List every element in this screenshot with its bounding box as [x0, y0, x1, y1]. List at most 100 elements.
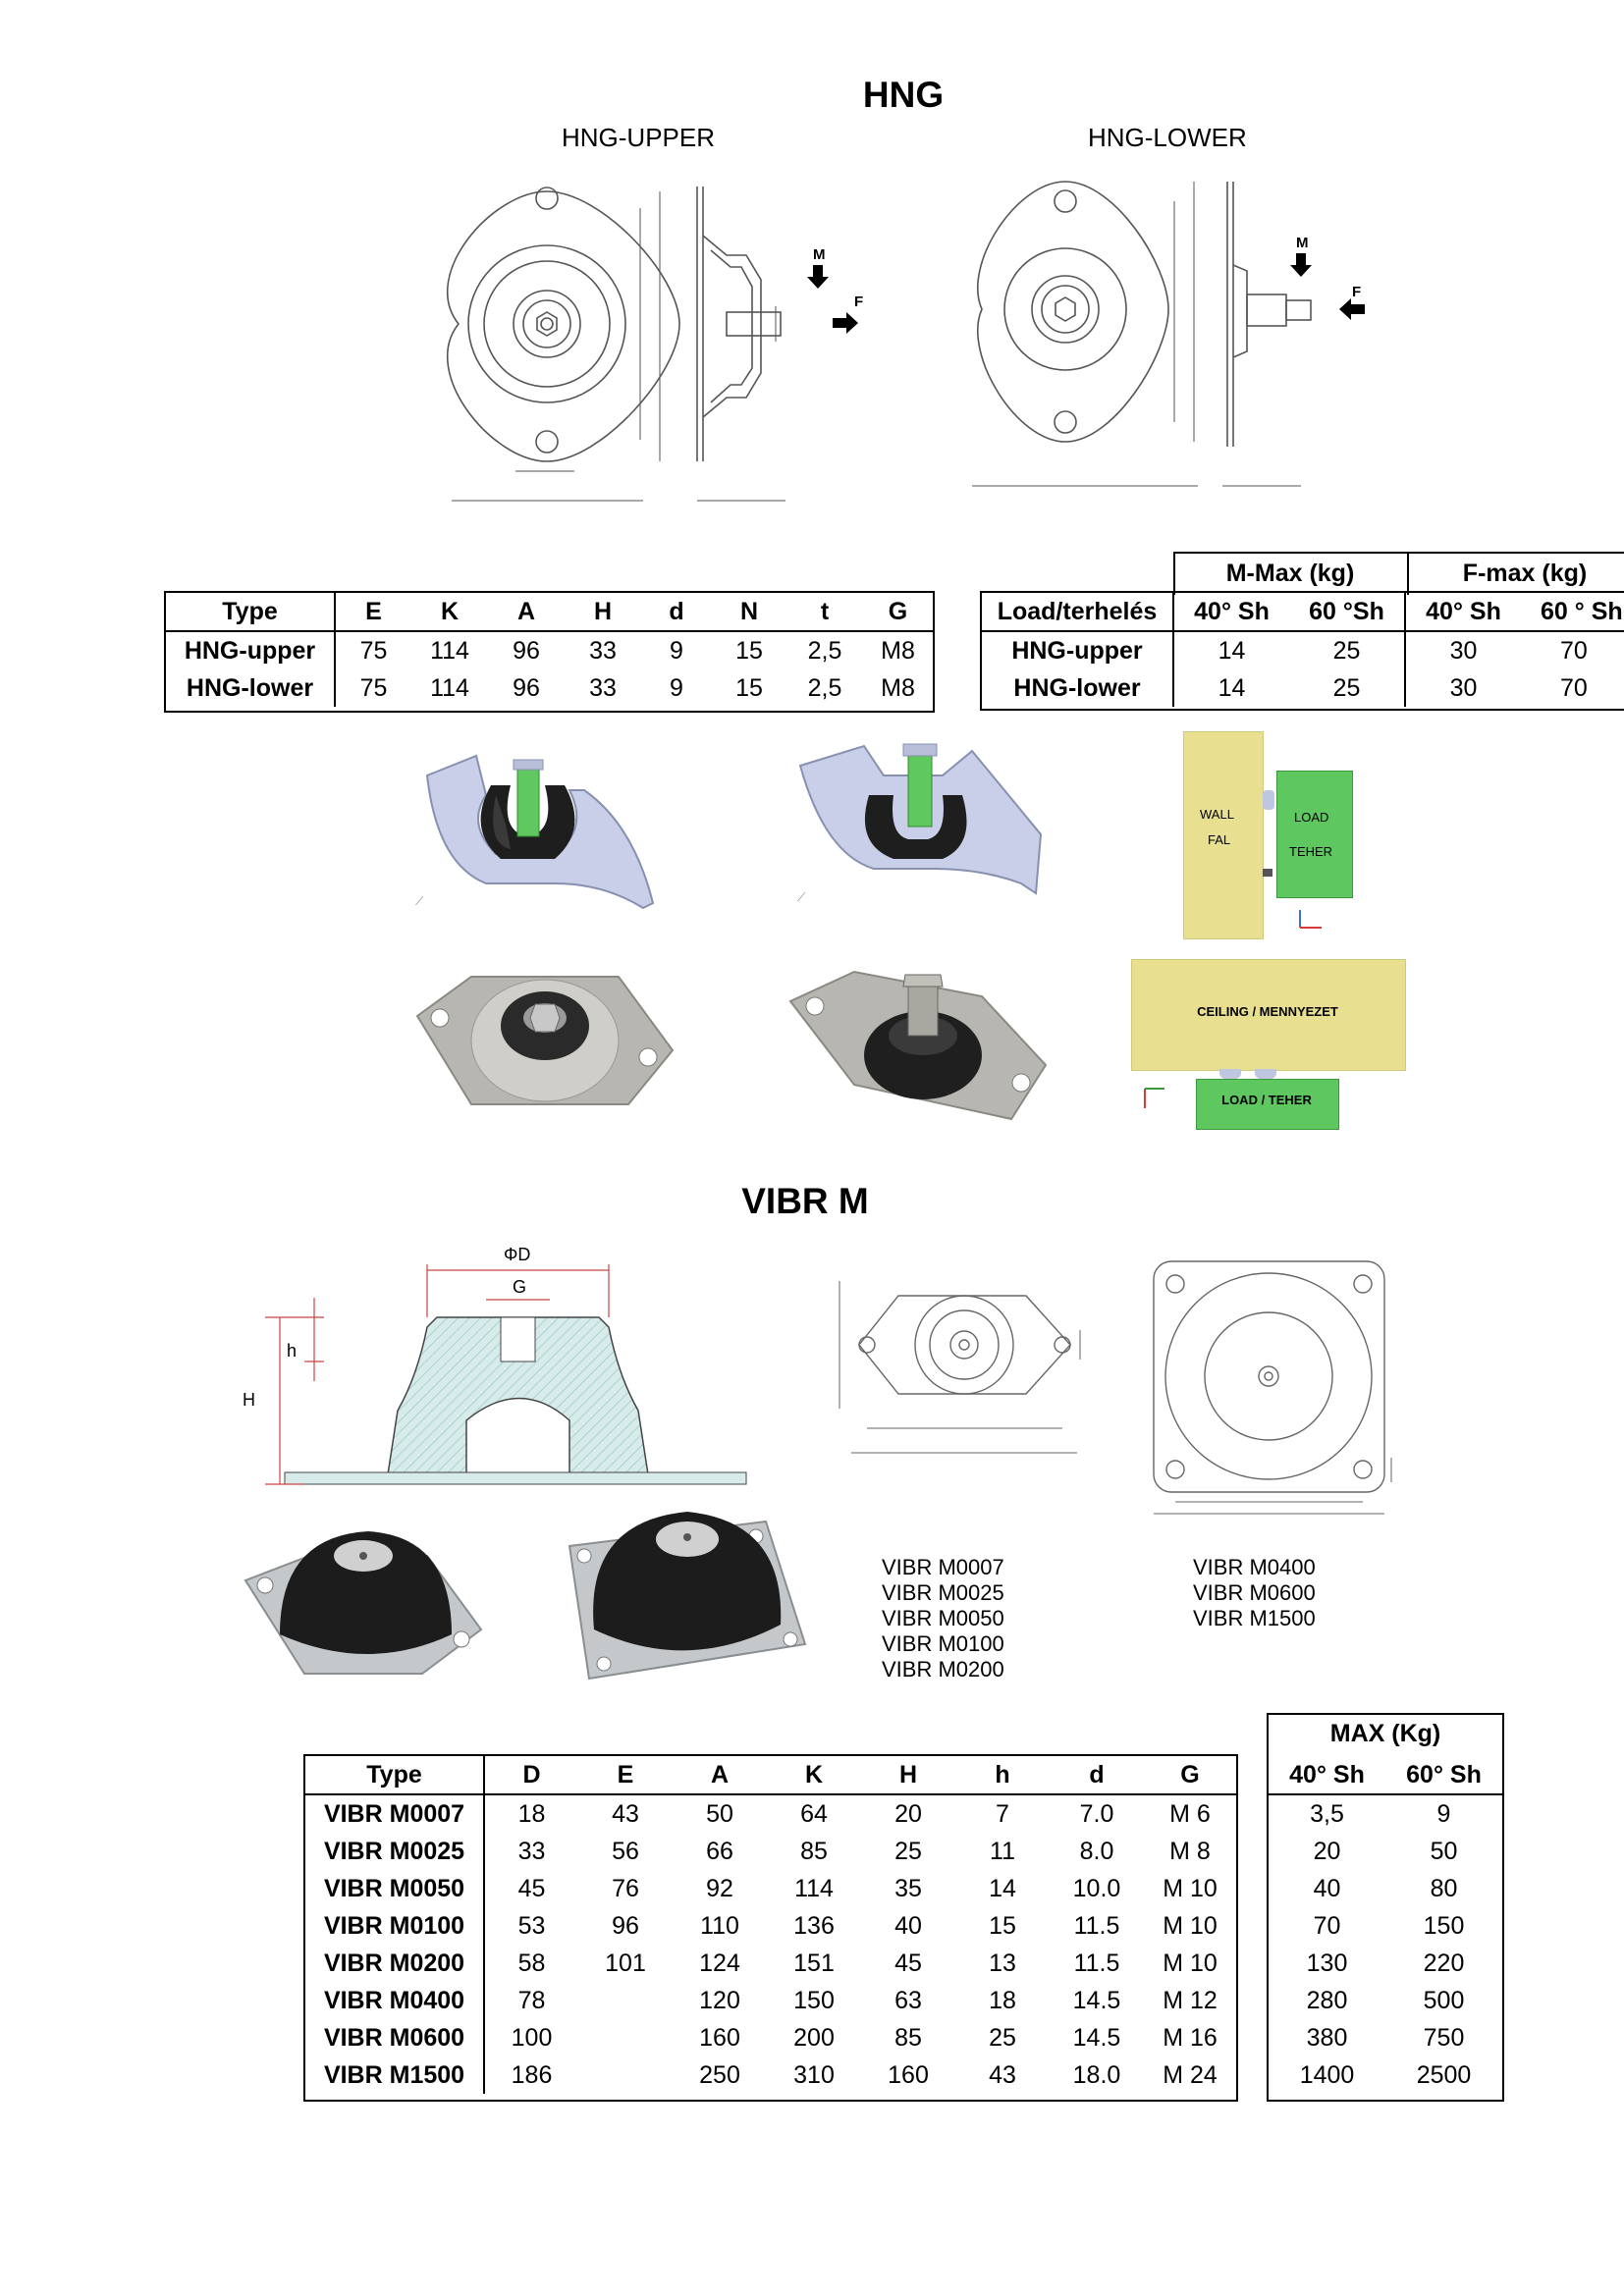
hng-load-table: Load/terhelés 40° Sh 60 °Sh 40° Sh 60 ° … — [982, 593, 1624, 707]
cell: 45 — [894, 1949, 922, 1977]
cell: 7.0 — [1079, 1799, 1114, 1828]
col-fmax-40: 40° Sh — [1426, 597, 1501, 625]
row-type: VIBR M0400 — [305, 1982, 485, 2019]
cell: 160 — [699, 2023, 740, 2052]
cell: 150 — [793, 1986, 835, 2014]
cell: 220 — [1423, 1949, 1465, 1977]
f-label: F — [854, 294, 863, 310]
table-row: HNG-lower 75 114 96 33 9 15 2,5 M8 — [166, 669, 933, 707]
cell: M8 — [881, 636, 915, 665]
cell: 33 — [589, 673, 617, 702]
col-t: t — [820, 597, 830, 625]
vibr-top-view-diamond — [839, 1281, 1081, 1454]
ceiling-block — [1131, 959, 1406, 1071]
hng-lower-label: HNG-LOWER — [1088, 123, 1247, 152]
cell: 114 — [430, 673, 469, 702]
cell: 25 — [894, 1837, 922, 1865]
cell: 75 — [359, 636, 388, 665]
hng-mmax-group-border — [1173, 552, 1409, 595]
svg-text:⟋: ⟋ — [797, 890, 806, 904]
dim-g-label: G — [513, 1277, 526, 1297]
col-g: G — [1180, 1760, 1200, 1789]
cell: 56 — [612, 1837, 639, 1865]
cell: M 12 — [1163, 1986, 1218, 2014]
cell: 15 — [735, 673, 763, 702]
cell: 8.0 — [1079, 1837, 1114, 1865]
list-item: VIBR M0600 — [1193, 1580, 1316, 1605]
dim-d-label: ΦD — [504, 1245, 530, 1264]
cell: 30 — [1449, 636, 1478, 665]
hng-lower-drawing: M F — [972, 181, 1365, 487]
cell: 96 — [513, 673, 540, 702]
col-max-60: 60° Sh — [1406, 1760, 1482, 1789]
cell: 186 — [511, 2060, 553, 2089]
cell: M 8 — [1169, 1837, 1211, 1865]
vibr-model-list-a: VIBR M0007 VIBR M0025 VIBR M0050 VIBR M0… — [882, 1555, 1004, 1682]
cell: 80 — [1430, 1874, 1458, 1902]
cell: 130 — [1306, 1949, 1348, 1977]
cell: 101 — [605, 1949, 646, 1977]
cell: 9 — [1436, 1799, 1451, 1828]
row-type: VIBR M0007 — [305, 1794, 485, 1833]
row-type: VIBR M0200 — [305, 1945, 485, 1982]
row-type: VIBR M0100 — [305, 1907, 485, 1945]
hng-lower-cutaway-render: ⟋ — [797, 743, 1043, 904]
dim-hsmall-label: h — [287, 1341, 297, 1361]
col-a: A — [710, 1760, 730, 1789]
col-mmax-40: 40° Sh — [1194, 597, 1270, 625]
cell: 18 — [517, 1799, 546, 1828]
col-n: N — [739, 597, 759, 625]
hng-fmax-group-border — [1405, 552, 1624, 595]
col-e: E — [617, 1760, 634, 1789]
hng-dim-table: Type E K A H d N t G HNG-upper 75 114 96… — [166, 593, 933, 707]
cell: 13 — [989, 1949, 1016, 1977]
col-type: Type — [166, 593, 336, 631]
col-g: G — [888, 597, 908, 625]
m-label: M — [813, 246, 826, 263]
col-k: K — [804, 1760, 824, 1789]
cell: 150 — [1423, 1911, 1465, 1940]
col-dsmall: d — [1089, 1760, 1105, 1789]
row-type: VIBR M0025 — [305, 1833, 485, 1870]
vibr-top-view-square — [1153, 1260, 1392, 1515]
cell: 18 — [989, 1986, 1016, 2014]
cell: 124 — [699, 1949, 740, 1977]
list-item: VIBR M0007 — [882, 1555, 1004, 1579]
vibr-photo-diamond — [244, 1531, 483, 1675]
vibr-model-list-b: VIBR M0400 VIBR M0600 VIBR M1500 — [1193, 1555, 1316, 1631]
dim-hbig-label: H — [243, 1390, 255, 1410]
cell: 85 — [894, 2023, 922, 2052]
cell: 11.5 — [1073, 1949, 1120, 1977]
cell — [578, 1982, 673, 2019]
ceiling-label: CEILING / MENNYEZET — [1197, 1004, 1338, 1019]
hng-load-table-border — [980, 591, 1624, 711]
cell: 70 — [1560, 673, 1588, 702]
hng-title: HNG — [862, 75, 945, 115]
cell: 11.5 — [1073, 1911, 1120, 1940]
cell: 500 — [1423, 1986, 1465, 2014]
teher-label: TEHER — [1289, 844, 1333, 859]
hng-load-header-row: Load/terhelés 40° Sh 60 °Sh 40° Sh 60 ° … — [982, 593, 1624, 631]
cell: 20 — [1313, 1837, 1341, 1865]
vibr-section-drawing: ΦD G h H — [243, 1245, 747, 1485]
mount-shape — [1263, 790, 1274, 810]
cell: 7 — [996, 1799, 1009, 1828]
cell: 92 — [706, 1874, 733, 1902]
col-load: Load/terhelés — [982, 593, 1174, 631]
cell: 9 — [670, 673, 683, 702]
vibr-max-group: MAX (Kg) — [1329, 1720, 1441, 1747]
wall-label: WALL — [1200, 807, 1234, 822]
col-e: E — [365, 597, 382, 625]
cell: 50 — [1430, 1837, 1458, 1865]
cell: 75 — [359, 673, 388, 702]
hng-lower-photo — [788, 970, 1048, 1121]
list-item: VIBR M0025 — [882, 1580, 1004, 1605]
